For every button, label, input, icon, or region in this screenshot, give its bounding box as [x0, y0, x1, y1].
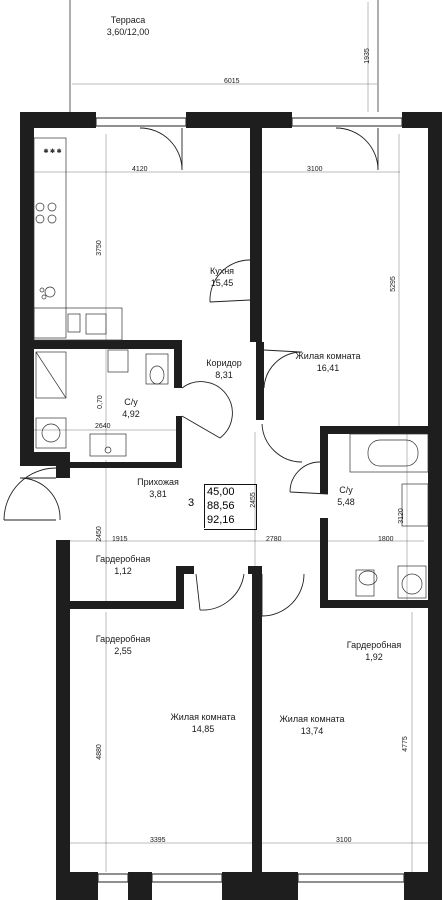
dim-corridor-width: 2780 [266, 536, 282, 543]
room-name: Терраса [110, 15, 146, 25]
room-name: Коридор [206, 358, 242, 368]
dim-hall-depth: 2455 [249, 492, 257, 508]
walls [20, 112, 442, 900]
bath2-label: С/у 5,48 [337, 484, 355, 508]
dimension-lines [34, 2, 430, 872]
bath1-label: С/у 4,92 [122, 396, 140, 420]
wardrobe3-label: Гардеробная 1,92 [347, 639, 401, 663]
dim-wardrobe-depth: 2450 [95, 526, 103, 542]
room-name: Жилая комната [170, 712, 236, 722]
total-area: 88,56 [207, 500, 235, 512]
bath1-fixtures [35, 349, 169, 457]
corridor-label: Коридор 8,31 [206, 357, 242, 381]
dim-living1-width: 3100 [307, 166, 323, 173]
summary-divider [204, 484, 205, 528]
terrace-label: Терраса 3,60/12,00 [107, 14, 150, 38]
dim-bath2-width: 1800 [378, 536, 394, 543]
room-area: 1,12 [114, 566, 132, 576]
dim-living1-depth: 5295 [389, 276, 397, 292]
wardrobe2-label: Гардеробная 2,55 [96, 633, 150, 657]
dim-terrace-depth: 1935 [363, 48, 371, 64]
living-area: 45,00 [207, 486, 235, 498]
rooms-count: 3 [188, 497, 195, 509]
dim-bath1-width: 2640 [95, 423, 111, 430]
room-name: С/у [124, 397, 138, 407]
room-name: Жилая комната [279, 714, 345, 724]
terrace-outline [69, 0, 379, 112]
room-area: 3,81 [149, 489, 167, 499]
dim-terrace-width: 6015 [224, 78, 240, 85]
room-area: 13,74 [300, 726, 324, 736]
room-name: Жилая комната [295, 351, 361, 361]
dim-kitchen-width: 4120 [132, 166, 148, 173]
room-name: Гардеробная [346, 640, 402, 650]
room-area: 8,31 [215, 370, 233, 380]
room-name: Гардеробная [95, 634, 151, 644]
dim-living2-depth: 4880 [95, 744, 103, 760]
hall-label: Прихожая 3,81 [137, 476, 179, 500]
dim-wardrobe-width: 1915 [112, 536, 128, 543]
dim-kitchen-depth: 3750 [95, 240, 103, 256]
room-name: С/у [339, 485, 353, 495]
room-area: 2,55 [114, 646, 132, 656]
dim-living3-width: 3100 [336, 837, 352, 844]
dim-bath2-depth: 3120 [397, 508, 405, 524]
room-area: 4,92 [122, 409, 140, 419]
area-summary: 45,00 88,56 92,16 [204, 484, 257, 530]
room-name: Гардеробная [95, 554, 151, 564]
dim-bath1-door: 0,70 [96, 395, 104, 409]
room-area: 14,85 [191, 724, 215, 734]
svg-text:* * *: * * * [44, 148, 61, 157]
kitchen-fixtures: * * * [33, 137, 123, 341]
living2-label: Жилая комната 14,85 [170, 711, 235, 735]
room-area: 1,92 [365, 652, 383, 662]
living1-label: Жилая комната 16,41 [295, 350, 360, 374]
room-area: 3,60/12,00 [106, 27, 150, 37]
doors [3, 127, 379, 617]
windows [95, 117, 405, 883]
room-name: Прихожая [137, 477, 179, 487]
room-area: 16,41 [316, 363, 340, 373]
living3-label: Жилая комната 13,74 [279, 713, 344, 737]
room-name: Кухня [209, 266, 235, 276]
total-area-with-terrace: 92,16 [207, 514, 235, 526]
room-area: 15,45 [210, 278, 234, 288]
bath2-fixtures [349, 433, 429, 599]
room-area: 5,48 [337, 497, 355, 507]
dim-living2-width: 3395 [150, 837, 166, 844]
dim-living3-depth: 4775 [401, 736, 409, 752]
wardrobe1-label: Гардеробная 1,12 [96, 553, 150, 577]
kitchen-label: Кухня 15,45 [210, 265, 234, 289]
